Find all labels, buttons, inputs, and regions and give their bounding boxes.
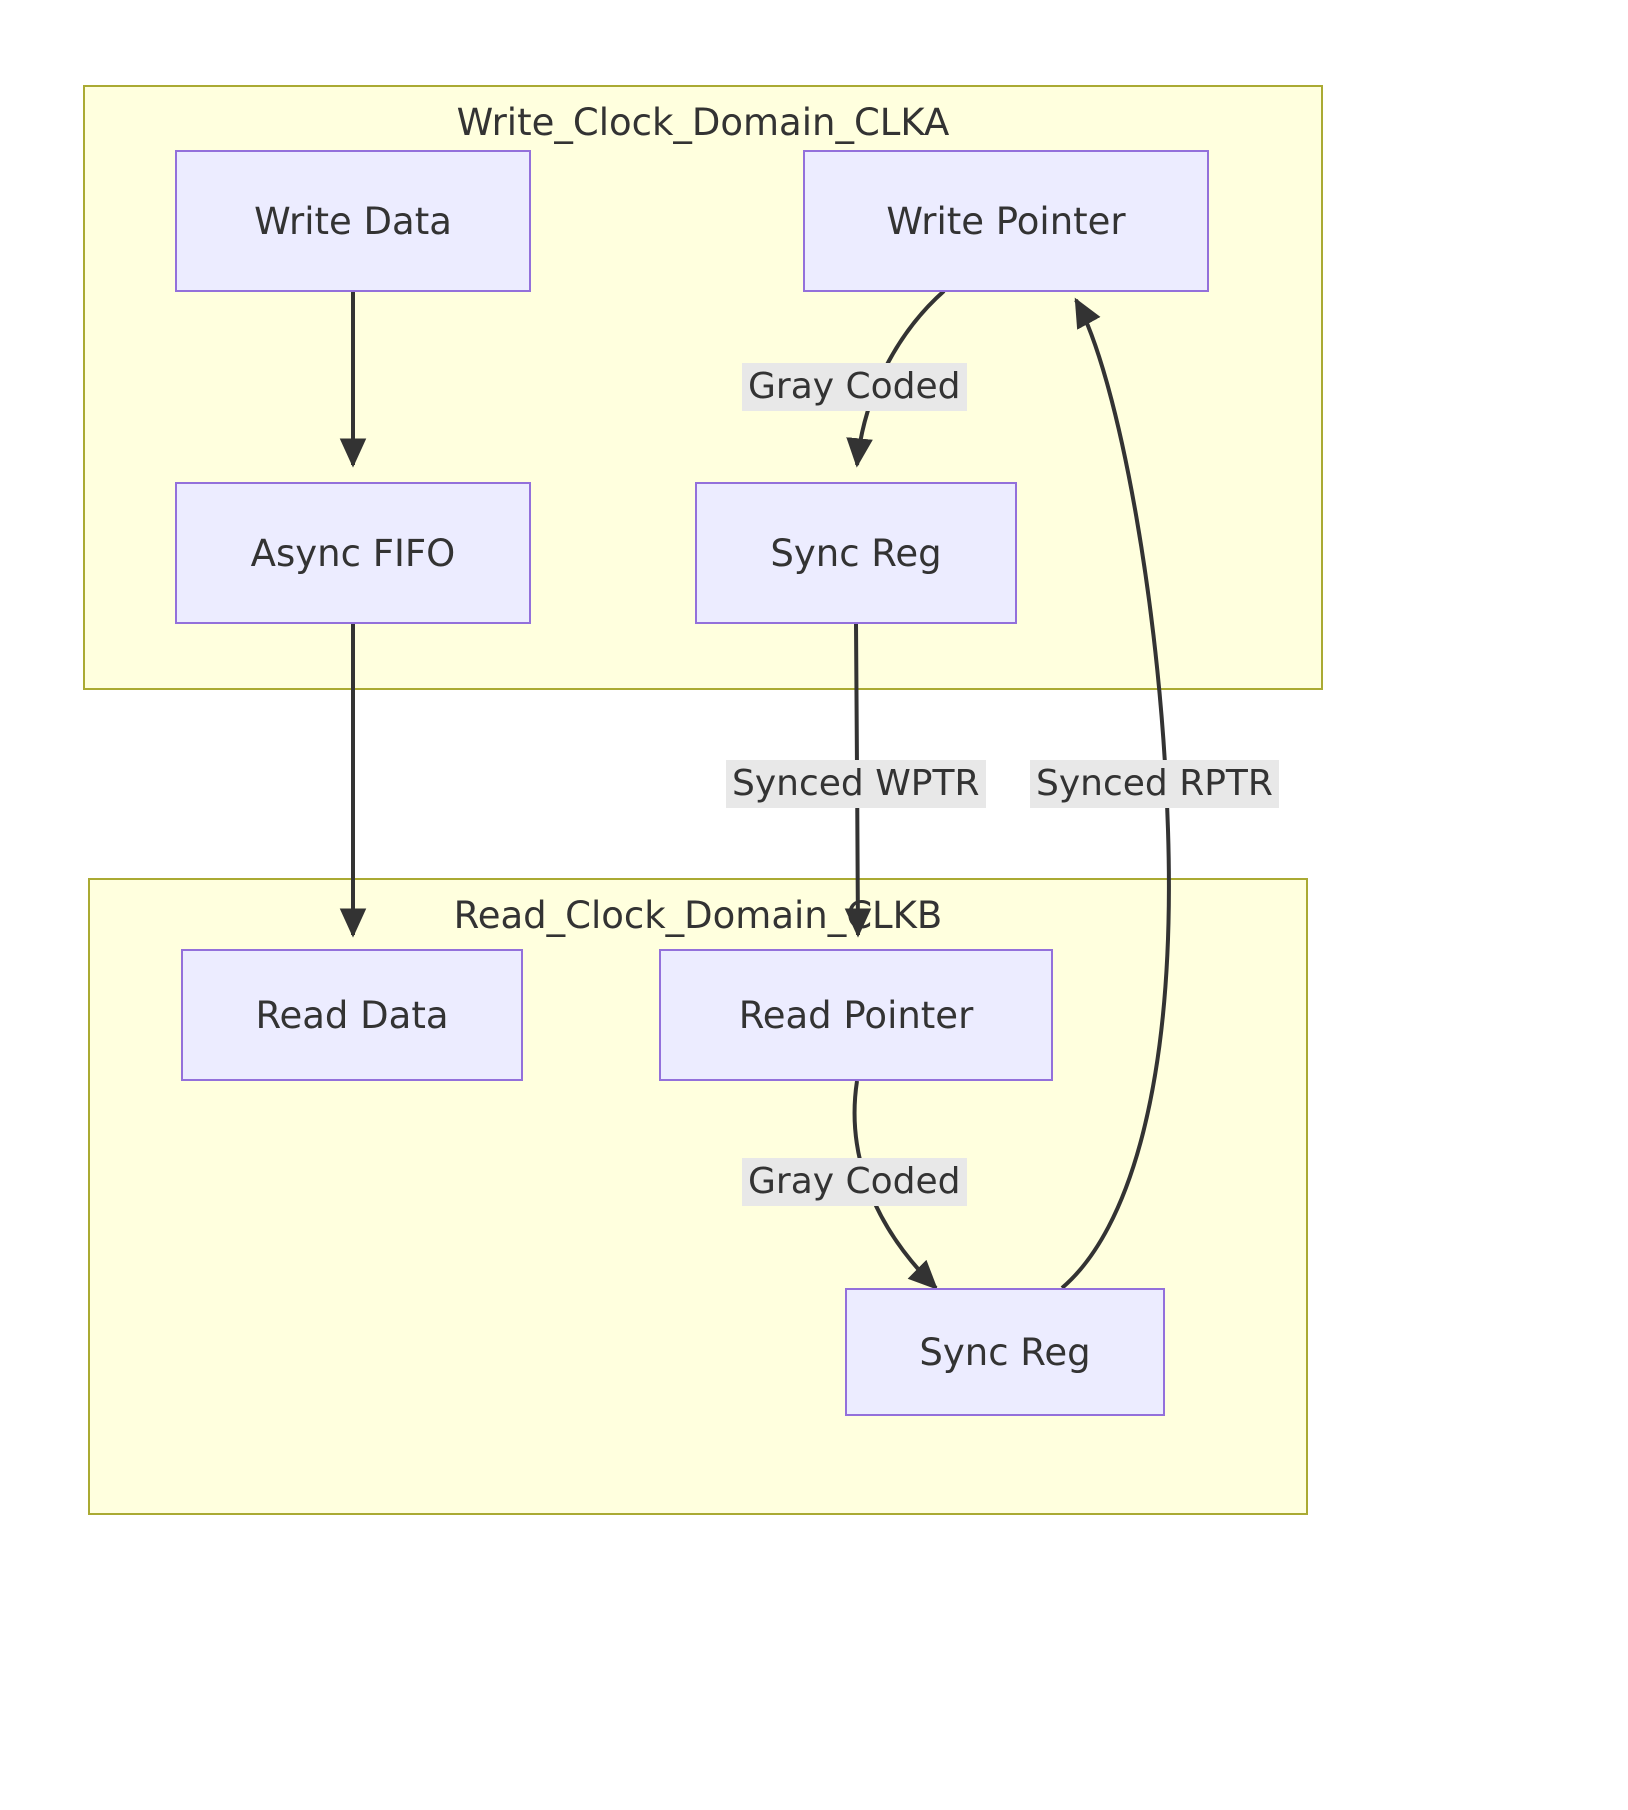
edge-label-gray-coded-read: Gray Coded [742, 1158, 967, 1207]
node-sync-reg-read[interactable]: Sync Reg [845, 1288, 1165, 1416]
node-write-data-label: Write Data [254, 199, 452, 243]
edge-label-gray-coded-write: Gray Coded [742, 363, 967, 412]
node-read-pointer[interactable]: Read Pointer [659, 949, 1053, 1081]
node-sync-reg-read-label: Sync Reg [919, 1330, 1091, 1374]
edge-label-synced-wptr: Synced WPTR [726, 760, 986, 809]
node-write-data[interactable]: Write Data [175, 150, 531, 292]
node-write-pointer-label: Write Pointer [886, 199, 1126, 243]
subgraph-write-clock-domain-title: Write_Clock_Domain_CLKA [456, 101, 950, 144]
node-sync-reg-write-label: Sync Reg [770, 531, 942, 575]
node-async-fifo[interactable]: Async FIFO [175, 482, 531, 624]
edge-label-synced-rptr: Synced RPTR [1030, 760, 1279, 809]
node-sync-reg-write[interactable]: Sync Reg [695, 482, 1017, 624]
node-write-pointer[interactable]: Write Pointer [803, 150, 1209, 292]
node-read-pointer-label: Read Pointer [738, 993, 974, 1037]
subgraph-read-clock-domain-title: Read_Clock_Domain_CLKB [453, 894, 943, 937]
node-read-data[interactable]: Read Data [181, 949, 523, 1081]
node-async-fifo-label: Async FIFO [250, 531, 456, 575]
node-read-data-label: Read Data [255, 993, 449, 1037]
